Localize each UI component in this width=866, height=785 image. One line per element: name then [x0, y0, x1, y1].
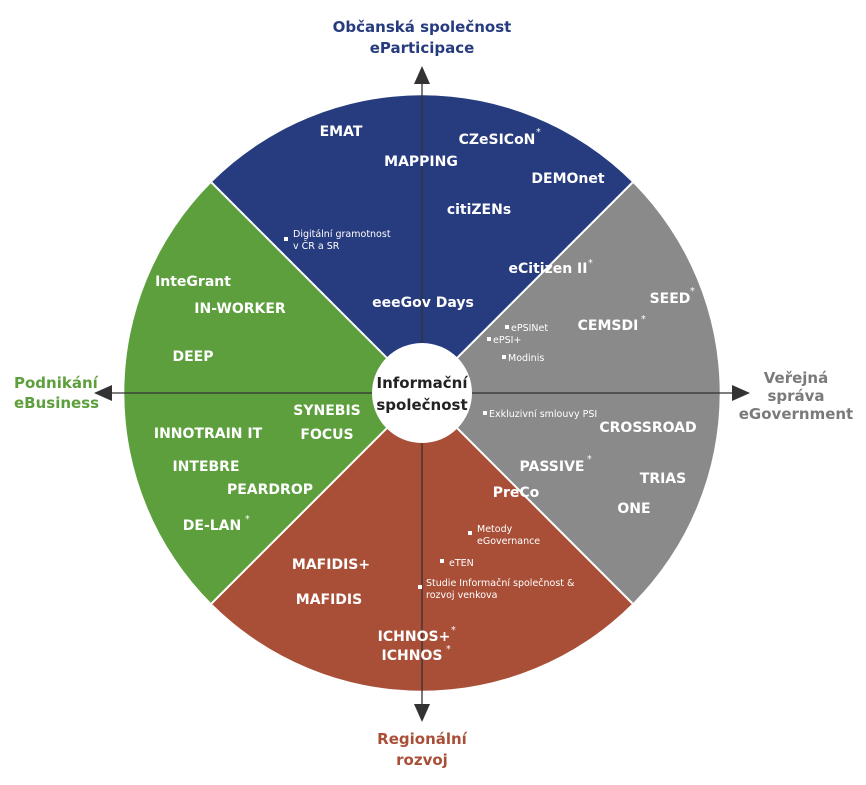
project-label: DEMOnet: [531, 171, 604, 187]
project-label: EMAT: [320, 124, 363, 140]
project-label: MAPPING: [384, 154, 458, 170]
project-label: MAFIDIS+: [292, 557, 370, 573]
note-label: Digitální gramotnost: [293, 229, 391, 240]
note-label: eTEN: [449, 558, 474, 569]
axis-label-bottom-line2: rozvoj: [396, 751, 448, 769]
bullet-icon: [468, 531, 472, 535]
arrow-down-icon: [414, 704, 430, 722]
star-mark: *: [588, 258, 593, 269]
project-label: PreCo: [493, 485, 540, 501]
center-label-line1: Informační: [377, 374, 469, 392]
star-mark: *: [536, 127, 541, 138]
project-label: eeeGov Days: [372, 295, 474, 311]
note-label: Metody: [477, 524, 513, 535]
center-label-line2: společnost: [376, 396, 467, 414]
star-mark: *: [451, 625, 456, 636]
project-label: ONE: [617, 501, 650, 517]
project-label: INNOTRAIN IT: [154, 426, 263, 442]
bullet-icon: [483, 411, 487, 415]
bullet-icon: [502, 355, 506, 359]
bullet-icon: [505, 325, 509, 329]
arrow-left-icon: [94, 385, 112, 401]
project-label: SEED: [650, 291, 691, 307]
project-label: eCitizen II: [509, 261, 588, 277]
axis-label-left-line2: eBusiness: [14, 394, 99, 412]
axis-label-top-line2: eParticipace: [370, 39, 475, 57]
star-mark: *: [587, 454, 592, 465]
note-label: ePSINet: [511, 323, 548, 334]
project-label: TRIAS: [640, 471, 686, 487]
axis-label-top-line1: Občanská společnost: [333, 18, 512, 36]
star-mark: *: [641, 314, 646, 325]
star-mark: *: [690, 286, 695, 297]
project-label: citiZENs: [447, 202, 511, 218]
project-label: FOCUS: [300, 427, 353, 443]
project-label: ICHNOS: [382, 648, 443, 664]
note-label: Exkluzivní smlouvy PSI: [489, 409, 597, 420]
note-label: eGovernance: [477, 536, 540, 547]
center-circle: [372, 343, 472, 443]
project-label: ICHNOS+: [378, 629, 451, 645]
note-label: v ČR a SR: [293, 240, 340, 252]
axis-label-right-line1: Veřejná: [764, 369, 828, 387]
note-label: ePSI+: [493, 335, 521, 346]
axis-label-right-line3: eGovernment: [739, 405, 853, 423]
star-mark: *: [446, 644, 451, 655]
project-label: DE-LAN: [183, 518, 241, 534]
project-label: CEMSDI: [578, 318, 639, 334]
bullet-icon: [284, 237, 288, 241]
project-label: CROSSROAD: [599, 420, 696, 436]
axis-label-left-line1: Podnikání: [14, 374, 99, 392]
note-label: rozvoj venkova: [426, 590, 498, 601]
project-label: IN-WORKER: [194, 301, 286, 317]
arrow-right-icon: [732, 385, 750, 401]
arrow-up-icon: [414, 66, 430, 84]
note-label: Modinis: [508, 353, 544, 364]
project-label: SYNEBIS: [293, 403, 360, 419]
axis-label-bottom-line1: Regionální: [377, 730, 468, 748]
project-label: PEARDROP: [227, 482, 313, 498]
star-mark: *: [245, 514, 250, 525]
bullet-icon: [487, 337, 491, 341]
project-label: INTEBRE: [172, 459, 239, 475]
note-label: Studie Informační společnost &: [426, 578, 575, 589]
project-label: PASSIVE: [520, 459, 585, 475]
axis-label-right-line2: správa: [767, 387, 824, 405]
project-label: CZeSICoN: [459, 132, 536, 148]
bullet-icon: [418, 585, 422, 589]
project-label: InteGrant: [155, 274, 231, 290]
project-label: MAFIDIS: [296, 592, 362, 608]
bullet-icon: [440, 559, 444, 563]
project-label: DEEP: [172, 349, 213, 365]
